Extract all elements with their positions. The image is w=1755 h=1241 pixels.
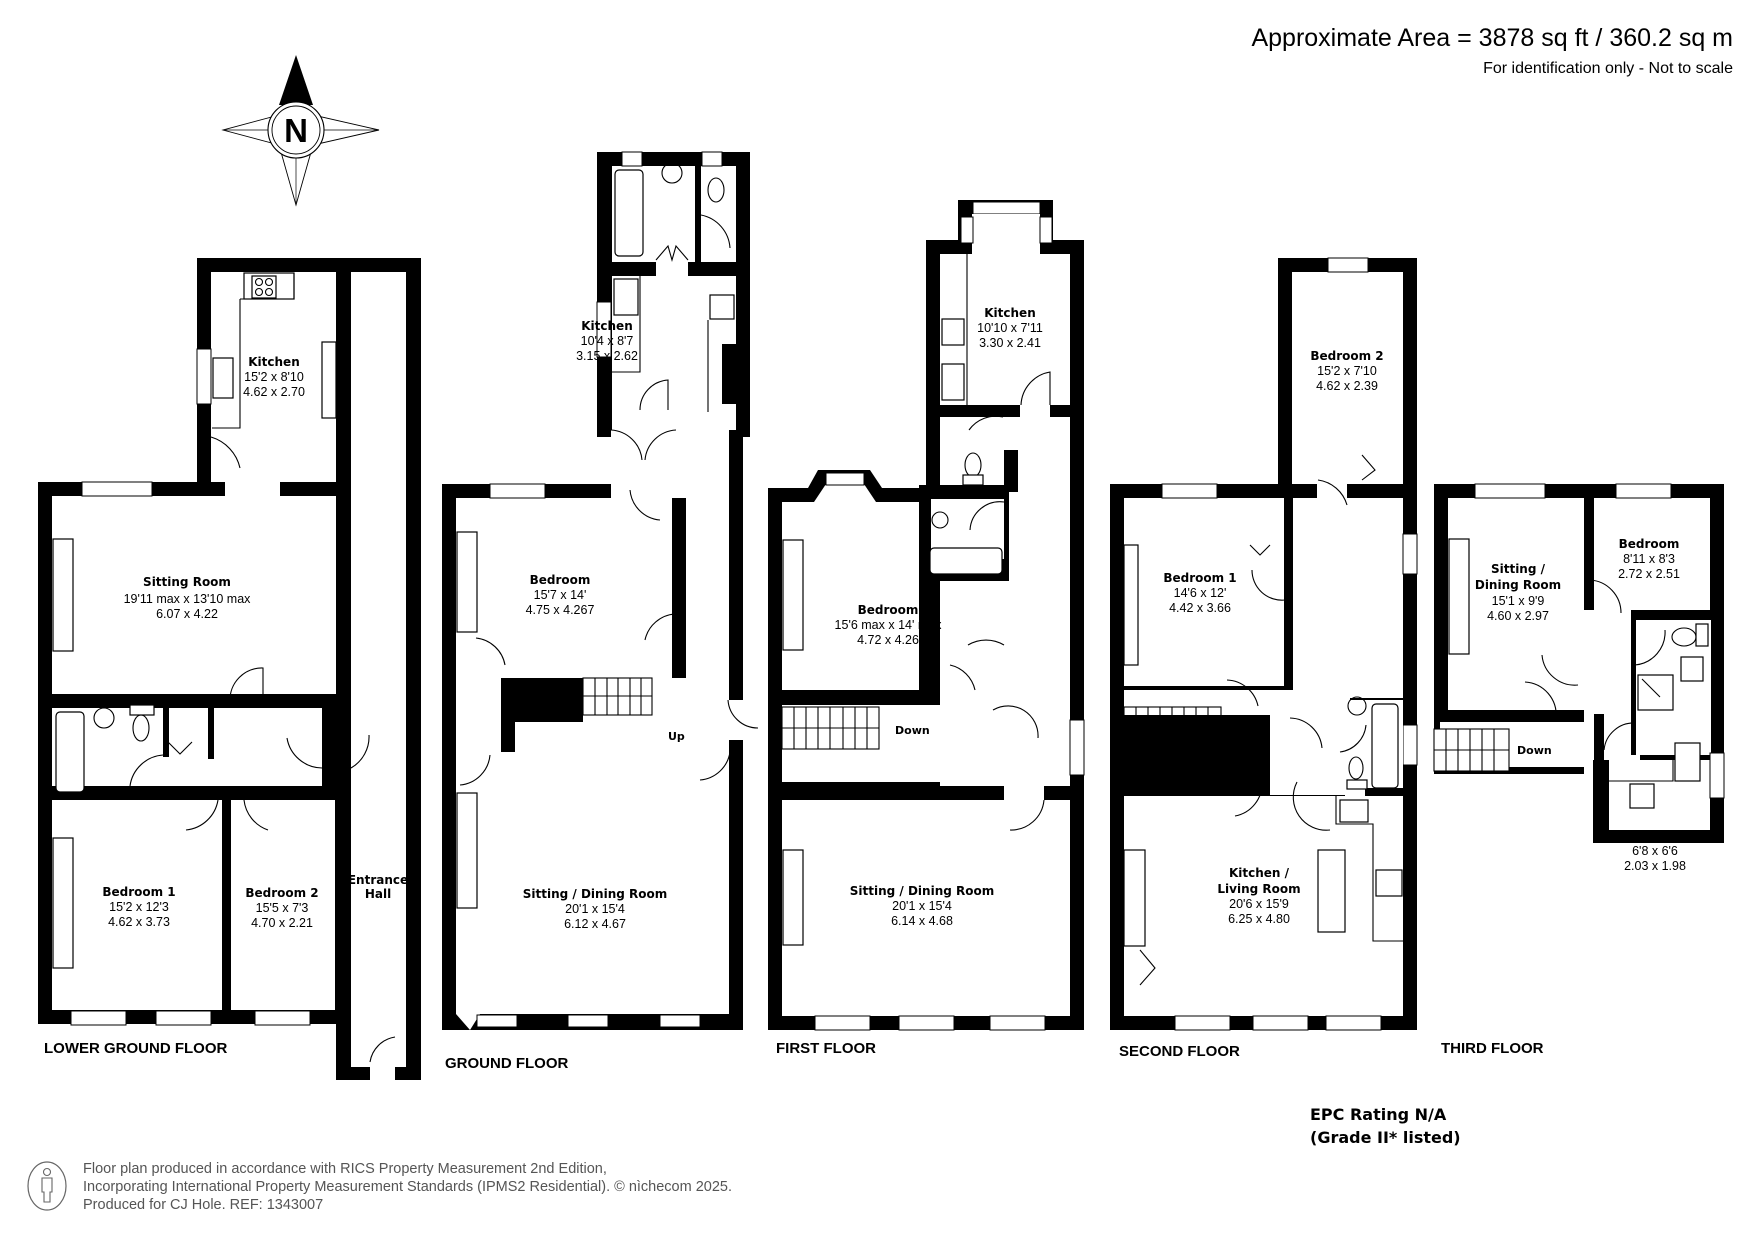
- stairs-up-label: Up: [668, 730, 685, 743]
- compass-north-label: N: [284, 112, 308, 149]
- footer-notes: Floor plan produced in accordance with R…: [83, 1160, 732, 1214]
- room-name: Sitting / Dining Room: [850, 884, 995, 898]
- stairs-down-label: Down: [895, 724, 930, 737]
- room-dimensions-imperial: 8'11 x 8'3: [1623, 552, 1675, 566]
- room-dimensions-imperial: 20'1 x 15'4: [565, 902, 625, 916]
- room-dimensions-metric: 2.03 x 1.98: [1624, 859, 1686, 873]
- room-dimensions-metric: 3.15 x 2.62: [576, 349, 638, 363]
- floor-label-second: SECOND FLOOR: [1119, 1043, 1240, 1060]
- ground-floor-plan: [442, 151, 759, 1030]
- room-name: Kitchen /: [1229, 866, 1290, 880]
- footer-line-ipms: Incorporating International Property Mea…: [83, 1179, 733, 1195]
- room-name: Sitting / Dining Room: [523, 887, 668, 901]
- room-dimensions-imperial: 15'1 x 9'9: [1492, 594, 1545, 608]
- second-floor-plan: [1110, 257, 1418, 1031]
- room-dimensions-metric: 6.07 x 4.22: [156, 607, 218, 621]
- first-floor-plan: [768, 200, 1085, 1031]
- room-dimensions-imperial: 14'6 x 12': [1174, 586, 1227, 600]
- third-floor-plan: [1433, 483, 1725, 843]
- room-name: Kitchen: [984, 306, 1036, 320]
- room-dimensions-imperial: 20'1 x 15'4: [892, 899, 952, 913]
- lower-ground-floor-plan: [38, 258, 421, 1082]
- room-name: Bedroom 2: [1310, 349, 1383, 363]
- room-name: Dining Room: [1475, 578, 1561, 592]
- room-dimensions-imperial: 15'6 max x 14' max: [835, 618, 943, 632]
- epc-rating: EPC Rating N/A (Grade II* listed): [1310, 1103, 1461, 1149]
- epc-rating-line: EPC Rating N/A: [1310, 1105, 1447, 1124]
- room-name: Hall: [365, 887, 391, 901]
- room-dimensions-imperial: 20'6 x 15'9: [1229, 897, 1289, 911]
- room-name: Entrance: [348, 873, 408, 887]
- room-name: Bedroom 2: [245, 886, 318, 900]
- room-dimensions-metric: 4.62 x 2.39: [1316, 379, 1378, 393]
- room-dimensions-imperial: 15'7 x 14': [534, 588, 587, 602]
- person-scale-icon: [27, 1161, 67, 1211]
- room-name: Kitchen: [581, 319, 633, 333]
- room-name: Bedroom 1: [102, 885, 175, 899]
- room-dimensions-metric: 4.62 x 2.70: [243, 385, 305, 399]
- room-name: Bedroom: [530, 573, 591, 587]
- room-dimensions-imperial: 6'8 x 6'6: [1632, 844, 1678, 858]
- listing-grade: (Grade II* listed): [1310, 1128, 1461, 1147]
- approximate-area: Approximate Area = 3878 sq ft / 360.2 sq…: [1251, 24, 1733, 52]
- room-name: Sitting /: [1491, 562, 1546, 576]
- floor-label-first: FIRST FLOOR: [776, 1040, 876, 1057]
- room-dimensions-metric: 4.70 x 2.21: [251, 916, 313, 930]
- room-name: Kitchen: [248, 355, 300, 369]
- room-dimensions-imperial: 15'5 x 7'3: [256, 901, 309, 915]
- room-dimensions-metric: 6.14 x 4.68: [891, 914, 953, 928]
- scale-disclaimer: For identification only - Not to scale: [1483, 60, 1733, 77]
- room-dimensions-metric: 4.75 x 4.267: [526, 603, 595, 617]
- room-dimensions-metric: 4.60 x 2.97: [1487, 609, 1549, 623]
- room-dimensions-metric: 4.42 x 3.66: [1169, 601, 1231, 615]
- stairs-down-label: Down: [1517, 744, 1552, 757]
- stairs-down-label: Down: [1234, 725, 1269, 738]
- floor-label-ground: GROUND FLOOR: [445, 1055, 568, 1072]
- footer-line-ref: Produced for CJ Hole. REF: 1343007: [83, 1197, 324, 1213]
- room-dimensions-metric: 3.30 x 2.41: [979, 336, 1041, 350]
- room-name: Living Room: [1217, 882, 1300, 896]
- room-dimensions-metric: 4.72 x 4.26: [857, 633, 919, 647]
- room-dimensions-imperial: 10'10 x 7'11: [977, 321, 1043, 335]
- room-name: Kitchen: [1629, 829, 1681, 843]
- room-dimensions-imperial: 15'2 x 12'3: [109, 900, 169, 914]
- room-dimensions-imperial: 15'2 x 8'10: [244, 370, 304, 384]
- room-name: Bedroom: [1619, 537, 1680, 551]
- room-dimensions-metric: 4.62 x 3.73: [108, 915, 170, 929]
- footer-line-rics: Floor plan produced in accordance with R…: [83, 1161, 607, 1177]
- room-name: Bedroom: [858, 603, 919, 617]
- room-name: Sitting Room: [143, 575, 231, 589]
- room-dimensions-metric: 6.25 x 4.80: [1228, 912, 1290, 926]
- room-dimensions-imperial: 19'11 max x 13'10 max: [124, 592, 252, 606]
- north-compass-icon: N: [221, 55, 380, 207]
- room-dimensions-metric: 6.12 x 4.67: [564, 917, 626, 931]
- room-dimensions-imperial: 15'2 x 7'10: [1317, 364, 1377, 378]
- floor-label-third: THIRD FLOOR: [1441, 1040, 1544, 1057]
- room-name: Bedroom 1: [1163, 571, 1236, 585]
- room-dimensions-imperial: 10'4 x 8'7: [581, 334, 634, 348]
- room-dimensions-metric: 2.72 x 2.51: [1618, 567, 1680, 581]
- floor-label-lower-ground: LOWER GROUND FLOOR: [44, 1040, 227, 1057]
